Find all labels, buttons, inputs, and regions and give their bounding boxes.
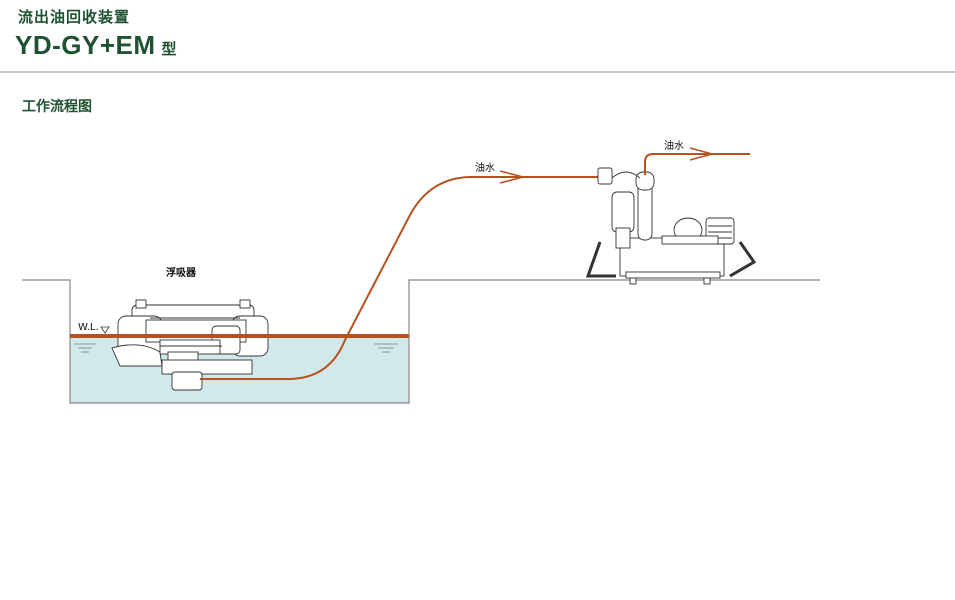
water-level-label: W.L. — [78, 322, 99, 333]
section-title: 工作流程图 — [22, 99, 92, 115]
flow-label-2: 油水 — [664, 139, 684, 152]
flow-arrow-2-icon — [689, 147, 716, 161]
skimmer-label: 浮吸器 — [166, 266, 197, 279]
header: 流出油回收装置 YD-GY+EM 型 — [0, 0, 955, 72]
page-subtitle: 流出油回收装置 — [18, 8, 131, 26]
discharge-hose — [644, 153, 750, 175]
model-name: YD-GY+EM — [15, 30, 156, 60]
ground-outline — [22, 279, 820, 404]
flow-arrow-1-icon — [499, 170, 527, 184]
pump-unit — [585, 167, 757, 285]
suction-hose — [200, 176, 600, 380]
flow-label-1: 油水 — [475, 161, 495, 174]
model-suffix: 型 — [161, 41, 178, 58]
header-divider — [0, 71, 955, 73]
water-ripples — [74, 343, 398, 353]
page-title: YD-GY+EM 型 — [15, 30, 177, 61]
oil-layer — [70, 334, 409, 338]
water-level-marker-icon — [100, 326, 110, 334]
